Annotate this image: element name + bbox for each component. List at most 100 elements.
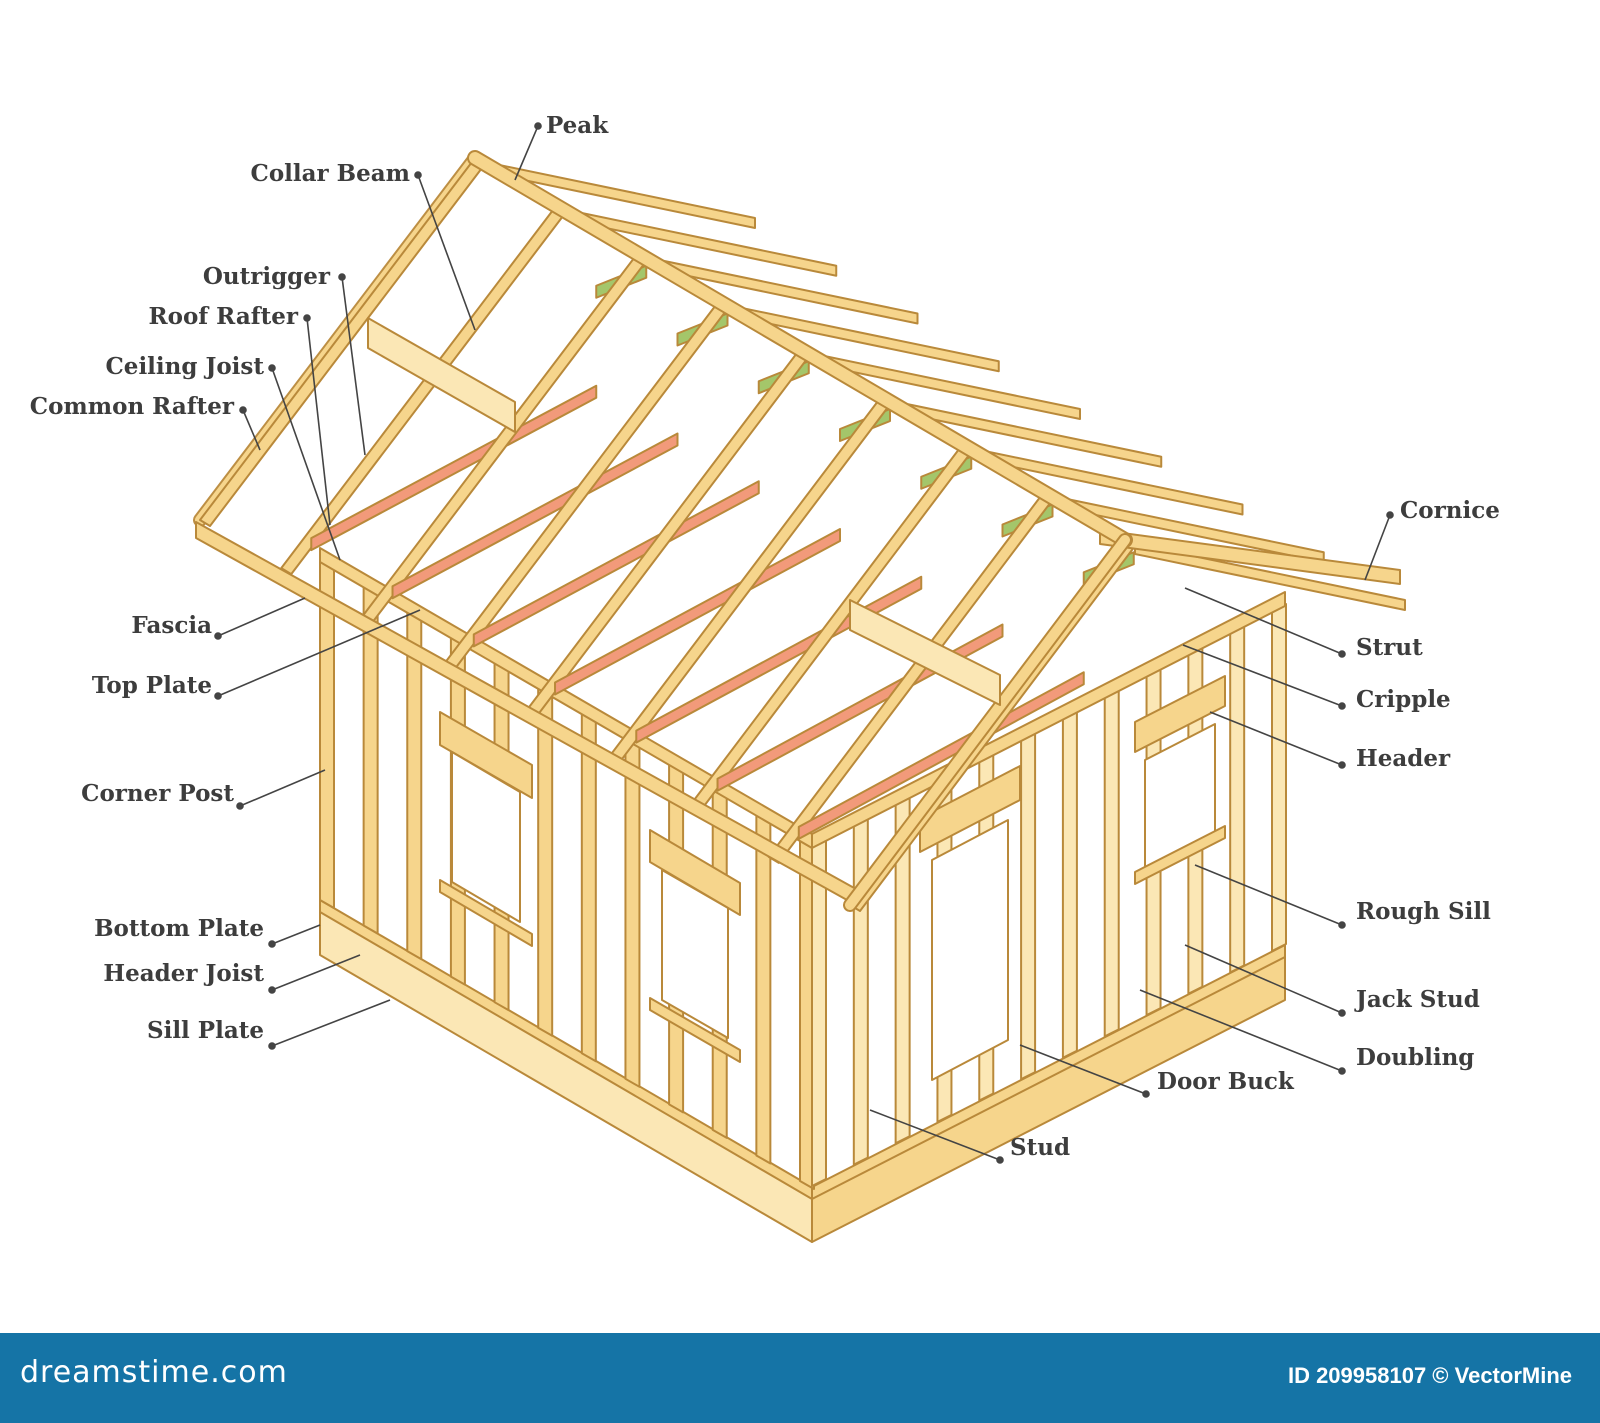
left-door-sill	[649, 997, 741, 1063]
stud	[406, 610, 423, 961]
jack-stud-leader	[1184, 944, 1343, 1014]
leader-lines	[214, 122, 1394, 1164]
sill-plate-right	[811, 954, 1286, 1243]
door-buck-leader	[1019, 1044, 1147, 1095]
roof-rafter	[1134, 543, 1406, 611]
stud	[852, 816, 869, 1166]
sill-plate-leader	[271, 999, 391, 1047]
fascia-leader-dot	[214, 632, 222, 640]
stud	[1229, 624, 1246, 974]
doubling-leader-dot	[1338, 1067, 1346, 1075]
strut-leader-dot	[1338, 650, 1346, 658]
right-window-header	[1134, 675, 1226, 753]
collar-beam-rear	[849, 599, 1001, 706]
stud-leader	[869, 1109, 1001, 1161]
top-plate-leader	[217, 609, 421, 697]
bottom-plate-right	[811, 944, 1286, 1200]
bottom-plate-leader-dot	[268, 940, 276, 948]
label-ceiling-joist: Ceiling Joist	[105, 353, 265, 380]
stud	[1020, 731, 1037, 1081]
roof-rafter-leader-dot	[303, 314, 311, 322]
jack-stud-leader-dot	[1338, 1009, 1346, 1017]
corner-post-leader	[239, 769, 326, 807]
right-gable-rafter-fill	[845, 535, 1130, 910]
doubling-leader	[1139, 989, 1343, 1072]
label-collar-beam: Collar Beam	[250, 160, 410, 187]
left-window-header	[439, 711, 533, 799]
label-header-joist: Header Joist	[103, 960, 264, 987]
strut-leader	[1184, 587, 1343, 655]
cornice-leader-dot	[1386, 511, 1394, 519]
stud	[580, 712, 597, 1063]
house-frame	[193, 150, 1406, 1243]
stud	[624, 737, 641, 1088]
left-window-frame	[451, 751, 521, 923]
header-leader-dot	[1338, 761, 1346, 769]
label-header: Header	[1356, 745, 1451, 772]
top-plate-right	[811, 591, 1286, 849]
label-doubling: Doubling	[1356, 1044, 1475, 1071]
header-leader	[1209, 711, 1343, 766]
common-rafter-leader-dot	[239, 406, 247, 414]
stud	[811, 838, 827, 1187]
left-door-header	[649, 829, 741, 916]
rough-sill-leader-dot	[1338, 921, 1346, 929]
label-fascia: Fascia	[131, 612, 212, 639]
left-door-frame	[661, 869, 729, 1039]
ceiling-joist-leader-dot	[268, 364, 276, 372]
fascia-leader	[217, 597, 306, 637]
label-stud: Stud	[1010, 1134, 1071, 1161]
ceiling-joist-leader	[271, 367, 341, 561]
label-rough-sill: Rough Sill	[1356, 898, 1491, 925]
label-common-rafter: Common Rafter	[29, 393, 234, 420]
right-door-header	[919, 765, 1021, 853]
cornice-board	[1099, 529, 1401, 585]
stud-leader-dot	[996, 1156, 1004, 1164]
sill-plate-left	[319, 909, 813, 1243]
label-roof-rafter: Roof Rafter	[148, 303, 298, 330]
corner-post-leader-dot	[236, 802, 244, 810]
top-plate-leader-dot	[214, 692, 222, 700]
common-rafter-leader	[242, 409, 261, 451]
label-bottom-plate: Bottom Plate	[94, 915, 264, 942]
label-door-buck: Door Buck	[1157, 1068, 1294, 1095]
right-window-sill	[1134, 825, 1226, 885]
stud	[755, 814, 772, 1165]
label-outrigger: Outrigger	[202, 263, 330, 290]
outrigger-leader	[341, 276, 366, 456]
label-jack-stud: Jack Stud	[1356, 986, 1480, 1013]
bottom-plate-leader	[271, 924, 321, 945]
stud	[537, 686, 554, 1037]
cornice-leader	[1364, 514, 1391, 581]
stud	[1103, 688, 1120, 1038]
label-cripple: Cripple	[1356, 686, 1451, 713]
collar-beam-front	[367, 317, 516, 433]
roof-rafter-leader	[306, 317, 331, 526]
stud	[1061, 709, 1078, 1059]
label-sill-plate: Sill Plate	[146, 1017, 264, 1044]
cripple-leader-dot	[1338, 702, 1346, 710]
header-joist-leader	[271, 954, 361, 991]
cripple-leader	[1182, 644, 1343, 707]
peak-leader-dot	[534, 122, 542, 130]
footer-bar: dreamstime.com ID 209958107 © VectorMine	[0, 1333, 1600, 1423]
collar-beam-leader	[417, 174, 476, 331]
label-strut: Strut	[1356, 634, 1423, 661]
label-corner-post: Corner Post	[81, 780, 234, 807]
sill-plate-leader-dot	[268, 1042, 276, 1050]
header-joist-leader-dot	[268, 986, 276, 994]
left-window-sill	[439, 879, 533, 947]
peak-leader	[514, 125, 539, 181]
door-buck-leader-dot	[1142, 1090, 1150, 1098]
house-frame-diagram	[193, 122, 1406, 1243]
label-cornice: Cornice	[1400, 497, 1500, 524]
collar-beam-leader-dot	[414, 171, 422, 179]
footer-brand[interactable]: dreamstime.com	[20, 1355, 288, 1390]
right-door-opening	[931, 819, 1009, 1081]
outrigger-leader-dot	[338, 273, 346, 281]
label-peak: Peak	[546, 112, 609, 139]
label-top-plate: Top Plate	[91, 672, 212, 699]
footer-image-id: ID 209958107 © VectorMine	[1287, 1363, 1572, 1388]
rough-sill-leader	[1194, 864, 1343, 926]
rear-gable-rafter-fill	[469, 152, 1131, 546]
